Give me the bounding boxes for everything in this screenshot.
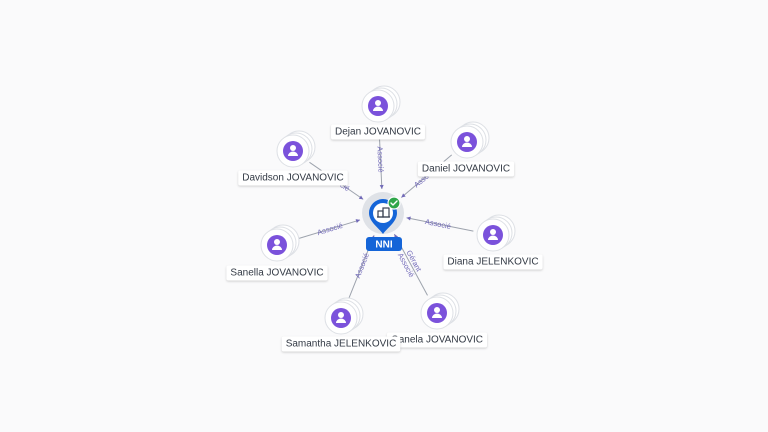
person-node[interactable]: Davidson JOVANOVIC xyxy=(238,130,348,186)
person-name-box xyxy=(226,265,328,281)
person-name: Davidson JOVANOVIC xyxy=(242,173,344,184)
person-name-box xyxy=(281,336,401,352)
edge-label: Associé xyxy=(353,252,371,280)
verified-check-icon xyxy=(387,196,401,210)
person-name-box xyxy=(417,161,515,177)
center-label-box xyxy=(366,237,402,251)
person-icon xyxy=(368,96,388,116)
person-node[interactable]: Samantha JELENKOVIC xyxy=(281,297,401,352)
person-name: Daniel JOVANOVIC xyxy=(422,164,510,175)
edge: Associé xyxy=(406,216,474,232)
company-icon xyxy=(377,207,390,218)
person-name: Ganela JOVANOVIC xyxy=(391,335,483,346)
person-name: Diana JELENKOVIC xyxy=(447,257,538,268)
edge-arrow-icon xyxy=(379,184,384,190)
center-node[interactable]: NNI xyxy=(362,192,404,251)
persons-layer: Dejan JOVANOVIC Daniel JOVANOVIC Diana JEL… xyxy=(226,85,543,352)
center-label: NNI xyxy=(375,240,392,251)
person-node[interactable]: Sanella JOVANOVIC xyxy=(226,224,328,281)
edge-arrow-icon xyxy=(358,195,364,200)
person-node[interactable]: Daniel JOVANOVIC xyxy=(417,121,515,177)
person-name-box xyxy=(443,254,543,270)
edge-label: Associé xyxy=(375,146,385,173)
person-icon xyxy=(283,141,303,161)
person-icon xyxy=(267,235,287,255)
person-name: Dejan JOVANOVIC xyxy=(335,127,421,138)
person-node[interactable]: Dejan JOVANOVIC xyxy=(331,85,425,140)
person-name: Sanella JOVANOVIC xyxy=(230,268,323,279)
edge-arrow-icon xyxy=(406,216,411,221)
person-name-box xyxy=(386,332,488,348)
person-node[interactable]: Diana JELENKOVIC xyxy=(443,214,543,270)
edge-line xyxy=(406,217,474,232)
edge-label: Associé xyxy=(424,217,452,231)
person-icon xyxy=(457,132,477,152)
person-node[interactable]: Ganela JOVANOVIC xyxy=(386,292,488,348)
edge-label: Associé xyxy=(316,221,344,237)
person-icon xyxy=(483,225,503,245)
person-icon xyxy=(427,303,447,323)
edge: Associé xyxy=(296,219,361,240)
edge-arrow-icon xyxy=(355,219,361,224)
person-name-box xyxy=(238,170,348,186)
edge-arrow-icon xyxy=(401,193,406,198)
person-name: Samantha JELENKOVIC xyxy=(286,339,397,350)
person-icon xyxy=(331,308,351,328)
edge-line xyxy=(296,219,361,240)
person-name-box xyxy=(331,124,425,140)
